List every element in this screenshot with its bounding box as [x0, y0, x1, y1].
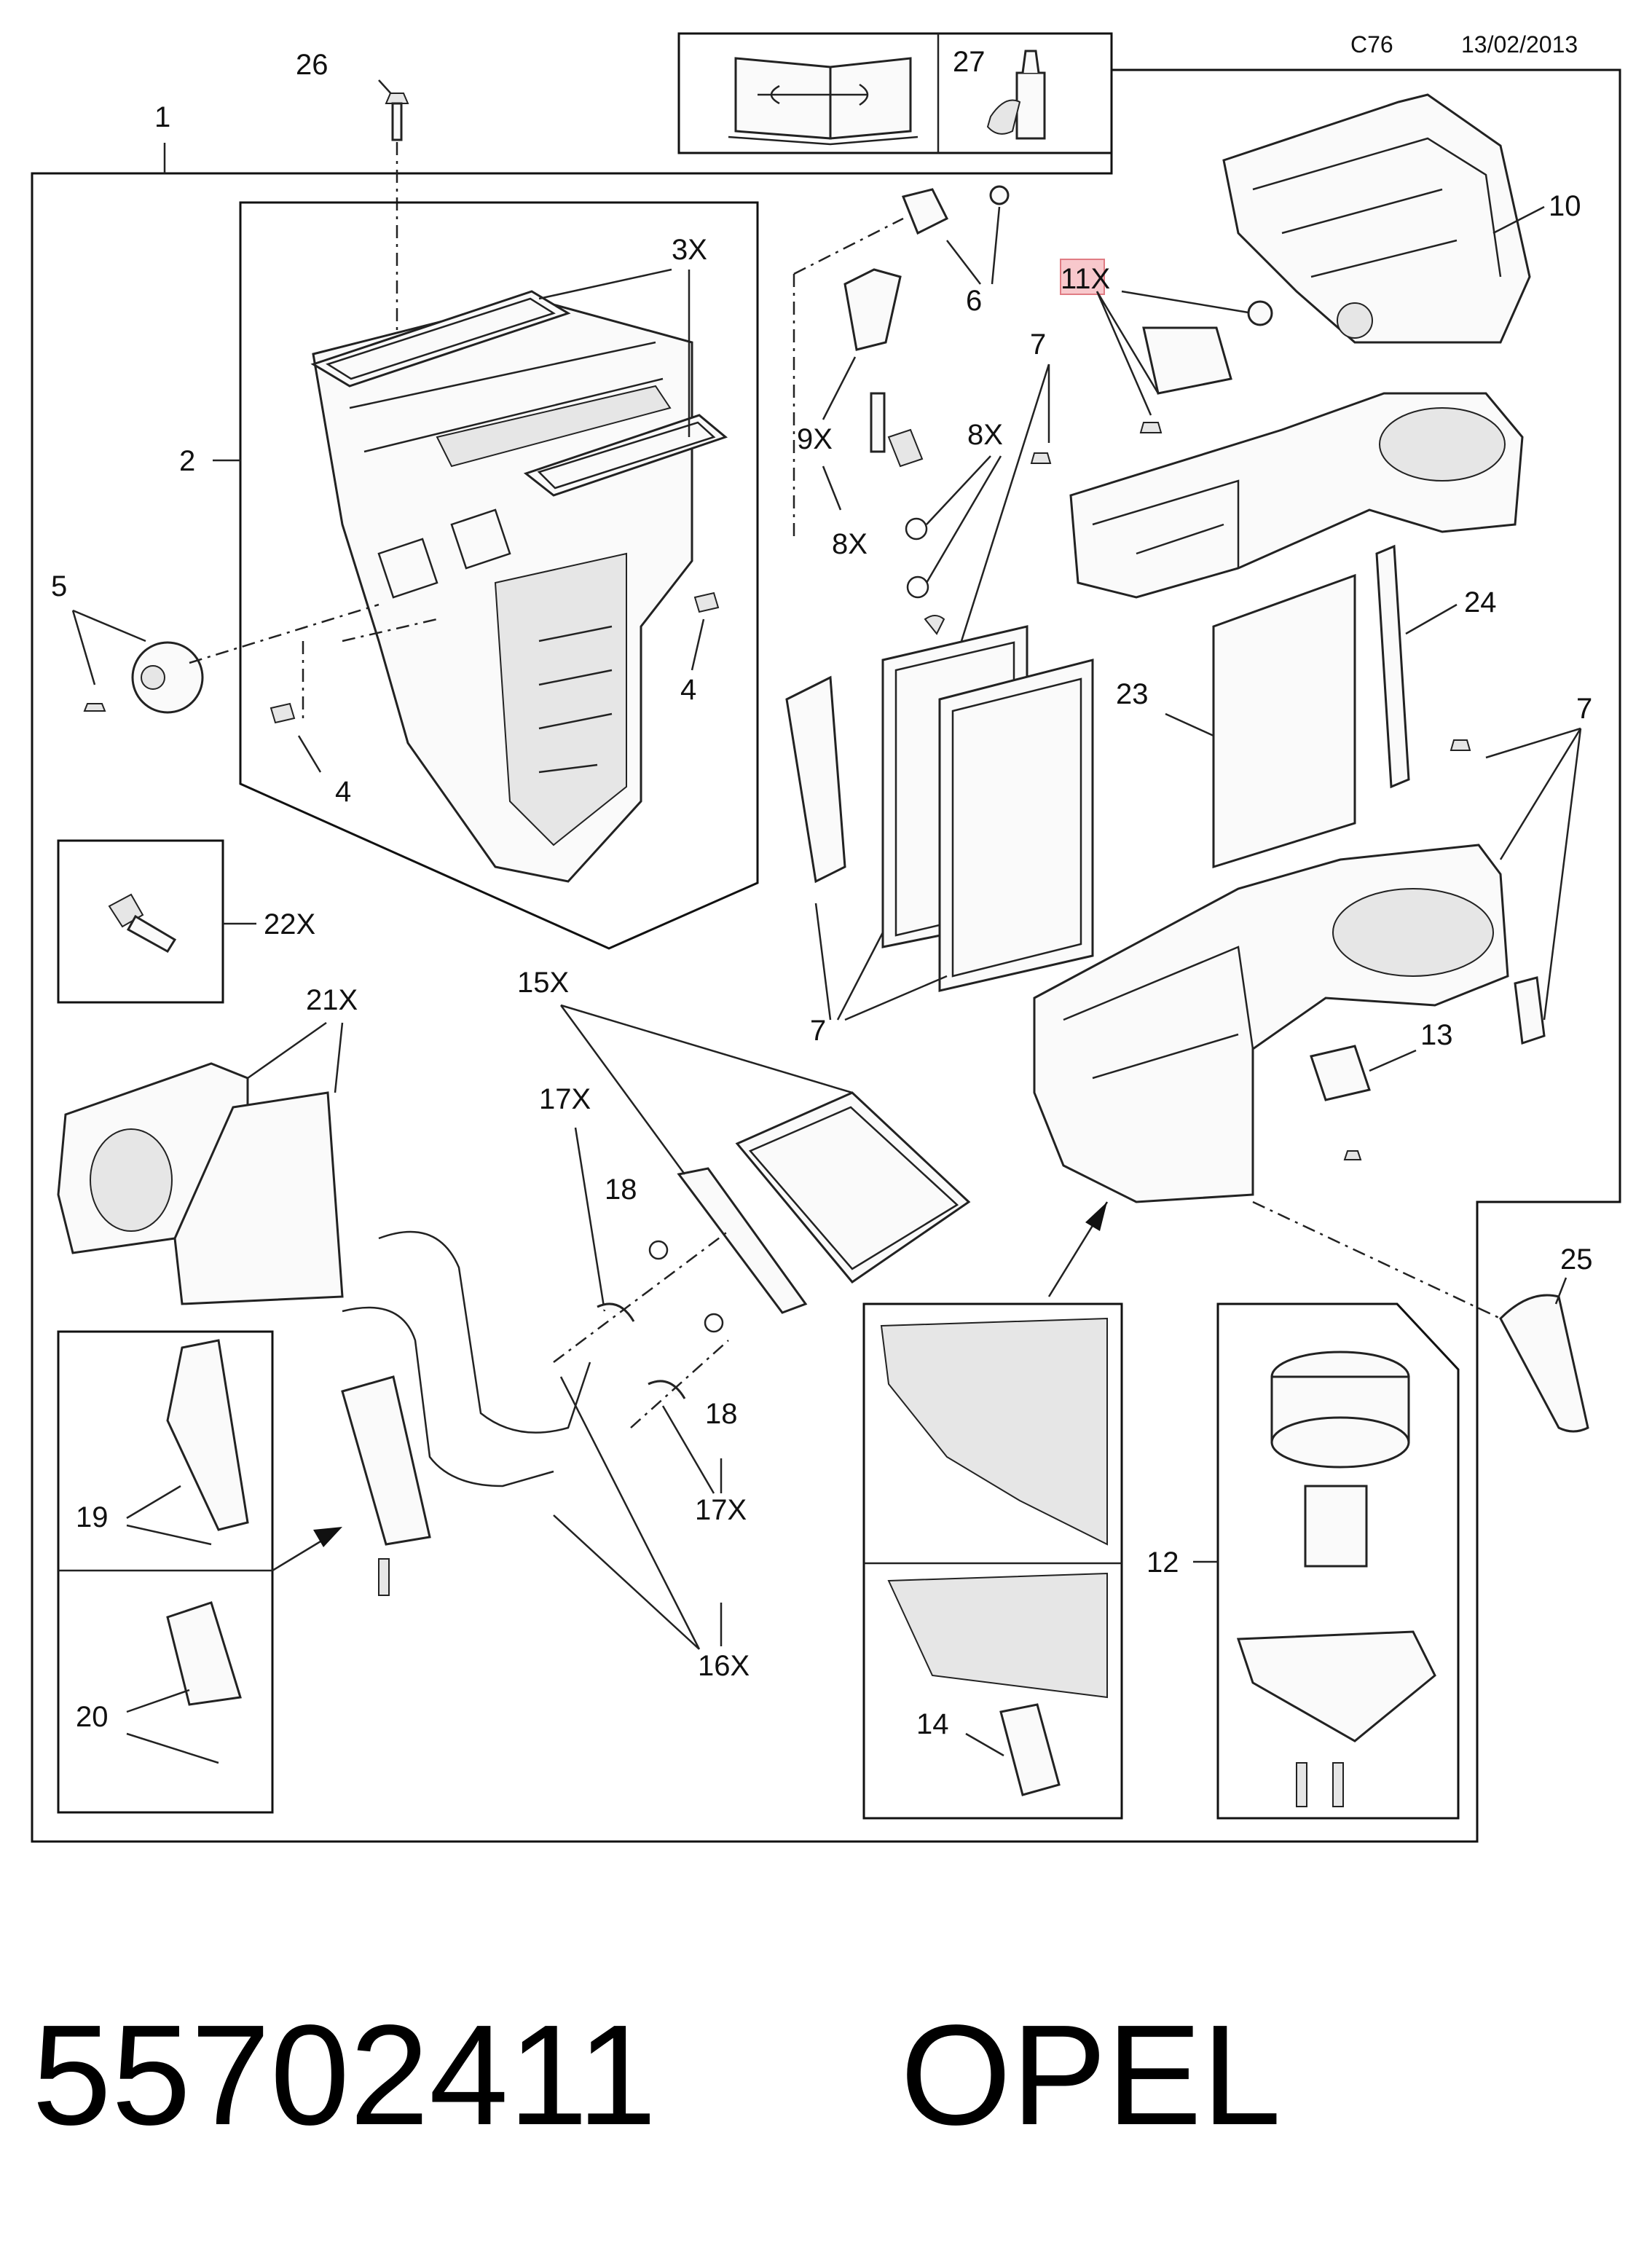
screw-22x-box: 22X	[57, 839, 315, 1004]
blower-resistor-13: 13	[1310, 1019, 1453, 1160]
upper-case-section: 7	[960, 329, 1524, 642]
mode-doors-box: 19 20	[57, 1330, 274, 1814]
callout-18-top: 18	[605, 1174, 637, 1206]
callout-6: 6	[966, 285, 982, 317]
callout-12: 12	[1146, 1547, 1179, 1579]
callout-24: 24	[1464, 586, 1497, 618]
callout-22x: 22X	[264, 908, 315, 940]
callout-14: 14	[916, 1708, 949, 1740]
blower-fan-12	[1236, 1351, 1436, 1807]
callout-19: 19	[76, 1501, 109, 1533]
callout-20: 20	[76, 1701, 109, 1733]
callout-7-bottom: 7	[810, 1015, 826, 1047]
callout-15x: 15X	[517, 967, 569, 999]
clamp-17x-upper	[597, 1302, 635, 1322]
callout-11x-highlight	[1060, 259, 1105, 295]
callout-21x: 21X	[306, 984, 358, 1016]
callout-26: 26	[296, 49, 329, 81]
seal-strip-24: 24	[1375, 544, 1497, 789]
callout-4b: 4	[680, 674, 696, 706]
door-actuator-assembly	[341, 1375, 431, 1596]
callout-18-bottom: 18	[705, 1398, 738, 1430]
expansion-valve-group: 6 9X 8X 8X	[797, 185, 1010, 599]
callout-1: 1	[154, 101, 170, 133]
arrow-head-upper	[1085, 1202, 1107, 1231]
callout-17x-top: 17X	[539, 1083, 591, 1115]
callout-11x: 11X	[1061, 263, 1110, 295]
callout-27: 27	[953, 46, 986, 78]
page-code: C76	[1350, 31, 1393, 58]
callout-10: 10	[1549, 190, 1581, 222]
air-duct-21x: 21X	[57, 984, 358, 1305]
callout-8x-bottom: 8X	[832, 528, 868, 560]
seal-gasket-3x	[310, 290, 728, 497]
heater-pipes-16x: 16X	[342, 1230, 750, 1682]
actuator-5	[83, 641, 204, 714]
clamp-17x-lower	[648, 1380, 686, 1399]
callout-8x-top: 8X	[967, 419, 1003, 451]
screw-26	[385, 93, 409, 141]
sealant-bottle-icon	[986, 50, 1046, 140]
drain-hose-25: 25	[1499, 1243, 1593, 1433]
main-assembly-frame	[31, 68, 1621, 1843]
callout-13: 13	[1420, 1019, 1453, 1051]
callout-17x-bottom: 17X	[695, 1494, 747, 1526]
callout-2: 2	[179, 445, 195, 477]
hvac-housing-box: 2 3X 4 4	[179, 201, 759, 950]
legend-icon-box: 27	[677, 32, 1113, 154]
blower-motor-box: 12	[1146, 1302, 1460, 1820]
callout-25: 25	[1560, 1243, 1593, 1276]
callout-5: 5	[51, 570, 67, 602]
o-ring-18a	[648, 1240, 669, 1260]
clip-4b	[693, 592, 720, 613]
hvac-housing	[312, 297, 693, 883]
actuator-11x	[1139, 300, 1273, 433]
cabin-filter-23: 23	[1116, 573, 1356, 869]
page-date: 13/02/2013	[1461, 31, 1578, 58]
blower-upper-housing-10: 10	[1222, 93, 1581, 344]
clip-4a	[270, 702, 296, 724]
callout-3x: 3X	[672, 234, 707, 266]
heater-core-15x: 15X	[517, 967, 971, 1314]
lower-case-section: 7	[1033, 693, 1592, 1203]
door-actuator-20	[166, 1601, 242, 1706]
callout-23: 23	[1116, 678, 1149, 710]
callout-4a: 4	[335, 776, 351, 808]
door-actuator-19	[166, 1339, 249, 1531]
part-number: 55702411	[32, 1995, 657, 2155]
heater-core-7: 7	[785, 615, 1094, 1047]
o-ring-18b	[704, 1313, 724, 1333]
callout-7-top: 7	[1030, 329, 1046, 361]
detail-inset-box: 14	[862, 1302, 1123, 1820]
callout-9x: 9X	[797, 423, 833, 455]
sensor-14	[999, 1703, 1061, 1796]
brand-name: OPEL	[900, 1995, 1281, 2155]
callout-7-right: 7	[1576, 693, 1592, 725]
callout-16x: 16X	[698, 1650, 750, 1682]
repair-manual-icon	[728, 57, 919, 146]
arrow-head-lower	[313, 1527, 342, 1547]
